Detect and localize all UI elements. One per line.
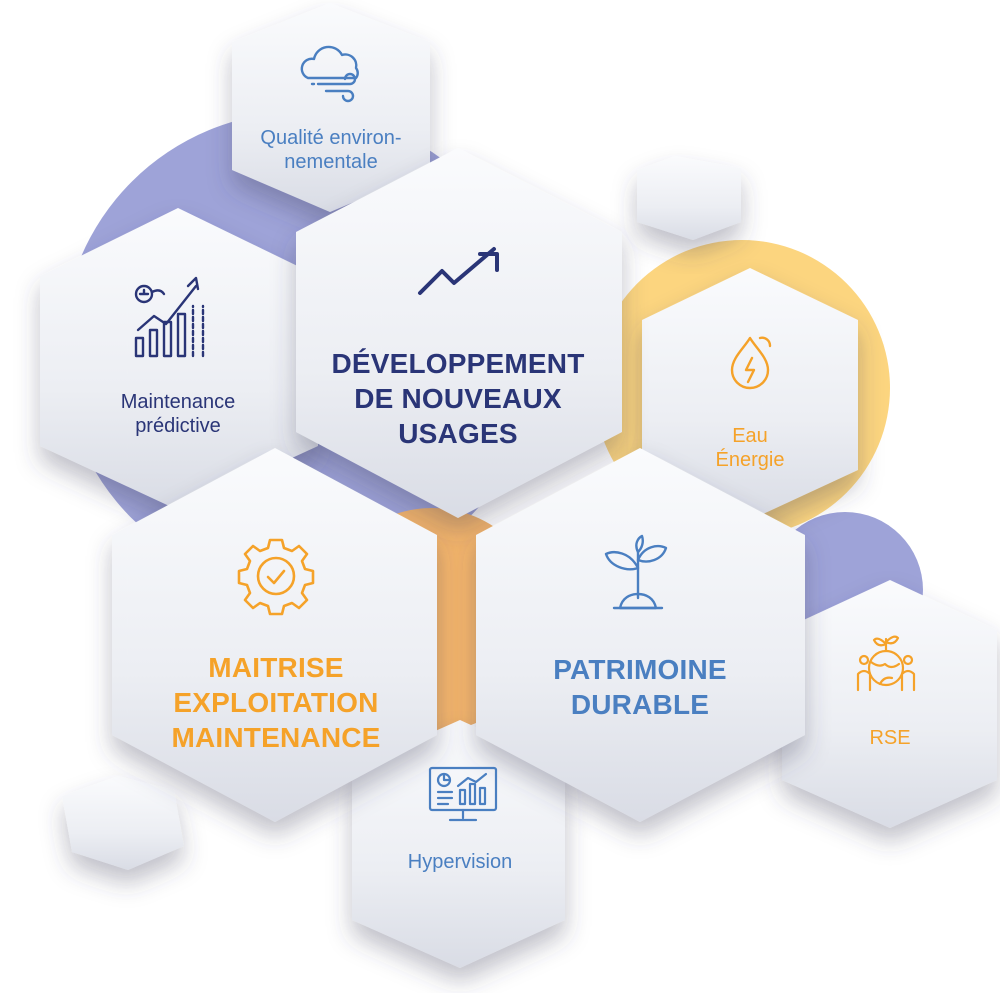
label-maitrise: MAITRISE EXPLOITATION MAINTENANCE — [118, 650, 434, 755]
label-eau: Eau Énergie — [660, 424, 840, 473]
hexagon-rse — [782, 580, 997, 828]
water-energy-icon — [730, 336, 772, 390]
developpement-line-2: DE NOUVEAUX — [354, 383, 562, 414]
label-patrimoine: PATRIMOINE DURABLE — [484, 652, 796, 722]
hexagon-maitrise — [112, 448, 437, 822]
hypervision-line-1: Hypervision — [407, 851, 513, 873]
globe-people-icon — [856, 635, 916, 692]
label-hypervision: Hypervision — [360, 850, 560, 874]
hexagon-patrimoine — [476, 448, 805, 822]
label-maintenance: Maintenance prédictive — [58, 390, 298, 439]
eau-line-1: Eau — [732, 425, 768, 447]
label-rse: RSE — [800, 726, 980, 750]
label-developpement: DÉVELOPPEMENT DE NOUVEAUX USAGES — [300, 346, 616, 451]
maitrise-line-1: MAITRISE — [208, 652, 344, 683]
label-qualite: Qualité environ- nementale — [226, 126, 436, 175]
qualite-line-2: nementale — [284, 151, 378, 174]
developpement-line-1: DÉVELOPPEMENT — [331, 348, 585, 379]
maitrise-line-3: MAINTENANCE — [171, 722, 381, 753]
maitrise-line-2: EXPLOITATION — [173, 687, 379, 718]
gear-check-icon — [237, 538, 315, 616]
hexagon-decor-bottom-left — [62, 776, 184, 870]
trend-arrow-icon — [418, 247, 499, 295]
qualite-line-1: Qualité environ- — [260, 127, 402, 149]
patrimoine-line-2: DURABLE — [570, 689, 710, 720]
hexagon-developpement — [296, 148, 622, 518]
growth-chart-icon — [134, 276, 205, 358]
hexagon-qualite — [232, 3, 430, 212]
hexagon-maintenance — [40, 208, 318, 510]
monitor-dashboard-icon — [428, 766, 498, 822]
cloud-wind-icon — [300, 45, 359, 103]
developpement-line-3: USAGES — [398, 418, 518, 449]
patrimoine-line-1: PATRIMOINE — [553, 654, 727, 685]
sprout-icon — [604, 534, 668, 610]
hexagon-decor-top-right — [637, 156, 741, 240]
rse-line-1: RSE — [869, 727, 911, 749]
maintenance-line-1: Maintenance — [120, 391, 236, 413]
maintenance-line-2: prédictive — [135, 415, 221, 438]
hexagon-hypervision — [352, 720, 565, 968]
eau-line-2: Énergie — [715, 449, 785, 472]
hexagon-eau — [642, 268, 858, 520]
